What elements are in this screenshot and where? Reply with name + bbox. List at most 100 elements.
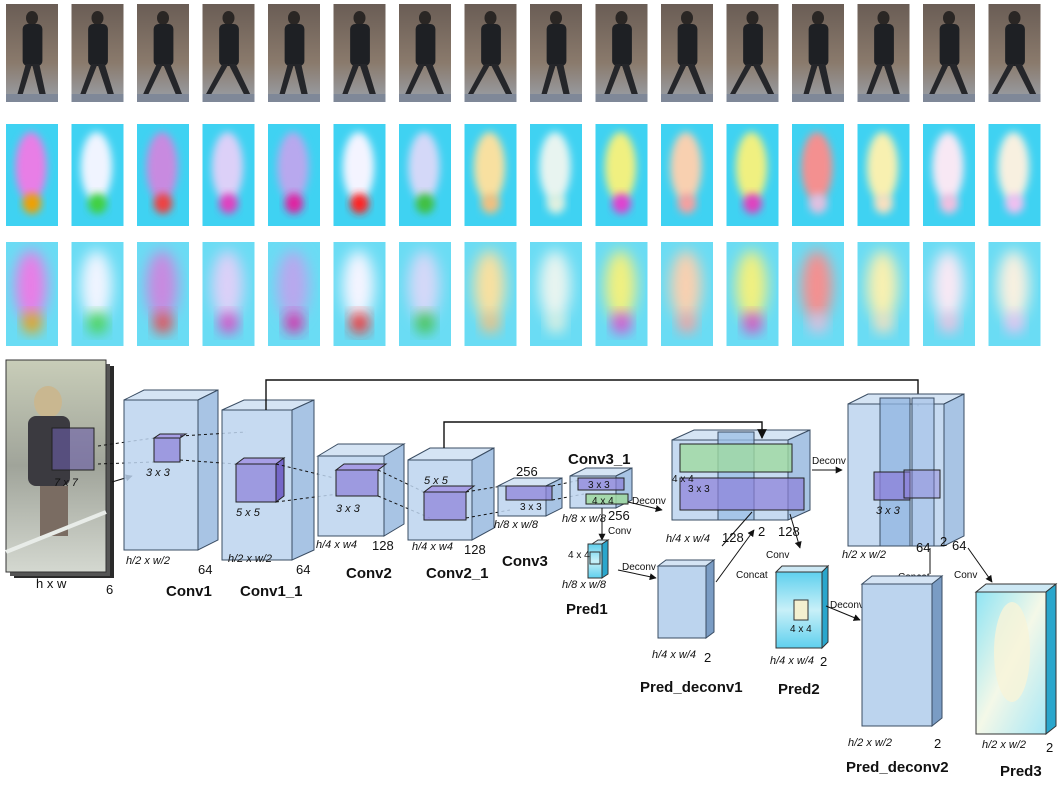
conv1-1-layer: 5 x 5 h/2 x w/2 64 Conv1_1 <box>221 399 315 600</box>
pred-deconv1-dims-label: h/4 x w/4 <box>652 649 696 661</box>
concat2-kernel-label: 3 x 3 <box>876 505 901 517</box>
concat2-channels3-label: 64 <box>952 538 966 553</box>
pred-deconv2-channels-label: 2 <box>934 736 941 751</box>
optical-flow-thumbnail <box>857 124 910 226</box>
conv3-dims-label: h/8 x w/8 <box>494 519 539 531</box>
video-frame-thumbnail <box>857 4 910 102</box>
video-frame-thumbnail <box>923 4 975 102</box>
conv3-1-layer: Conv3_1 3 x 3 4 x 4 h/8 x w/8 256 <box>562 451 633 525</box>
video-frame-thumbnail <box>530 4 582 102</box>
network-architecture-diagram: 7 x 7 h x w 6 3 x 3 h/2 x w/2 64 Conv1 5… <box>5 359 1058 780</box>
video-frame-thumbnail <box>333 4 386 102</box>
optical-flow-thumbnail <box>333 124 386 226</box>
conv2-layer: 3 x 3 h/4 x w4 128 Conv2 <box>316 443 406 582</box>
video-frame-thumbnail <box>726 4 779 102</box>
optical-flow-thumbnail <box>464 242 517 346</box>
conv1-dims-label: h/2 x w/2 <box>126 555 170 567</box>
optical-flow-thumbnail <box>792 242 844 346</box>
conv2-dims-label: h/4 x w4 <box>316 539 357 551</box>
optical-flow-thumbnail <box>661 124 713 226</box>
pred3-dims-label: h/2 x w/2 <box>982 739 1026 751</box>
conv3-kernel-label: 3 x 3 <box>520 502 542 513</box>
video-frame-thumbnail <box>988 4 1041 102</box>
input-channels-label: 6 <box>106 582 113 597</box>
optical-flow-thumbnail <box>792 124 844 226</box>
deconv-op-label-3: Deconv <box>830 600 864 611</box>
optical-flow-thumbnail <box>661 242 713 346</box>
optical-flow-thumbnail <box>137 124 189 226</box>
concat1-kernel-b-label: 3 x 3 <box>688 484 710 495</box>
optical-flow-thumbnail <box>988 242 1041 346</box>
conv3-channels-label: 256 <box>516 464 538 479</box>
pred3-channels-label: 2 <box>1046 740 1053 755</box>
pred1-title: Pred1 <box>566 601 608 618</box>
optical-flow-thumbnail <box>137 242 189 346</box>
concat1-dims-label: h/4 x w/4 <box>666 533 710 545</box>
conv-op-label-1: Conv <box>608 526 631 537</box>
video-frame-thumbnail <box>137 4 189 102</box>
optical-flow-thumbnail <box>530 242 582 346</box>
pred-deconv2-layer: h/2 x w/2 2 Pred_deconv2 <box>846 574 949 776</box>
conv3-layer: 3 x 3 256 h/8 x w/8 Conv3 <box>494 464 563 570</box>
video-frame-thumbnail <box>202 4 255 102</box>
conv3-1-channels-label: 256 <box>608 508 630 523</box>
optical-flow-thumbnail <box>202 124 255 226</box>
optical-flow-thumbnail <box>202 242 255 346</box>
conv1-title: Conv1 <box>166 583 212 600</box>
pred3-title: Pred3 <box>1000 763 1042 780</box>
optical-flow-thumbnail <box>399 242 451 346</box>
optical-flow-thumbnail <box>595 242 648 346</box>
video-frame-thumbnail <box>71 4 124 102</box>
pred1-layer: 4 x 4 h/8 x w/8 Pred1 <box>562 539 610 618</box>
concat2-channels-label: 64 <box>916 540 930 555</box>
concat2-channels2-label: 2 <box>940 534 947 549</box>
input-dims-label: h x w <box>36 576 67 591</box>
concat-op-label-1: Concat <box>736 570 768 581</box>
conv-op-label-2: Conv <box>766 550 789 561</box>
pred2-channels-label: 2 <box>820 654 827 669</box>
pred1-kernel-label: 4 x 4 <box>568 550 590 561</box>
concat1-channels-label: 128 <box>722 530 744 545</box>
conv3-1-kernel-b-label: 4 x 4 <box>592 496 614 507</box>
concat1-layer: 4 x 4 3 x 3 h/4 x w/4 128 2 128 <box>666 429 811 545</box>
optical-flow-thumbnail <box>530 124 582 226</box>
video-frame-thumbnail <box>464 4 517 102</box>
conv2-1-title: Conv2_1 <box>426 565 489 582</box>
deconv-op-label-4: Deconv <box>812 456 846 467</box>
concat2-dims-label: h/2 x w/2 <box>842 549 886 561</box>
pred3-layer: h/2 x w/2 2 Pred3 <box>974 582 1058 780</box>
video-frame-thumbnail <box>399 4 451 102</box>
pred-deconv1-channels-label: 2 <box>704 650 711 665</box>
conv3-1-dims-label: h/8 x w/8 <box>562 513 607 525</box>
conv1-1-title: Conv1_1 <box>240 583 303 600</box>
pred2-layer: 4 x 4 h/4 x w/4 2 Pred2 <box>770 564 830 698</box>
video-frame-thumbnail <box>268 4 320 102</box>
optical-flow-thumbnail <box>726 124 779 226</box>
pred-deconv1-layer: h/4 x w/4 2 Pred_deconv1 <box>640 559 743 696</box>
optical-flow-thumbnail <box>71 242 124 346</box>
pred2-kernel-label: 4 x 4 <box>790 624 812 635</box>
conv1-1-channels-label: 64 <box>296 562 310 577</box>
optical-flow-thumbnail <box>268 124 320 226</box>
conv-op-label-3: Conv <box>954 570 977 581</box>
input-kernel-label: 7 x 7 <box>54 477 79 489</box>
optical-flow-thumbnail <box>71 124 124 226</box>
optical-flow-thumbnail <box>464 124 517 226</box>
optical-flow-thumbnail <box>857 242 910 346</box>
video-frame-thumbnail <box>661 4 713 102</box>
optical-flow-thumbnail <box>399 124 451 226</box>
concat2-layer: 3 x 3 h/2 x w/2 64 2 64 <box>842 393 966 561</box>
optical-flow-thumbnail <box>595 124 648 226</box>
deconv-op-label-2: Deconv <box>632 496 666 507</box>
pred-deconv1-title: Pred_deconv1 <box>640 679 743 696</box>
conv1-1-dims-label: h/2 x w/2 <box>228 553 272 565</box>
optical-flow-thumbnail <box>923 242 975 346</box>
deconv-op-label-1: Deconv <box>622 562 656 573</box>
conv2-channels-label: 128 <box>372 538 394 553</box>
pred2-dims-label: h/4 x w/4 <box>770 655 814 667</box>
optical-flow-thumbnail <box>333 242 386 346</box>
conv2-1-kernel-label: 5 x 5 <box>424 475 449 487</box>
optical-flow-thumbnail <box>988 124 1041 226</box>
concat1-kernel-a-label: 4 x 4 <box>672 474 694 485</box>
conv3-title: Conv3 <box>502 553 548 570</box>
